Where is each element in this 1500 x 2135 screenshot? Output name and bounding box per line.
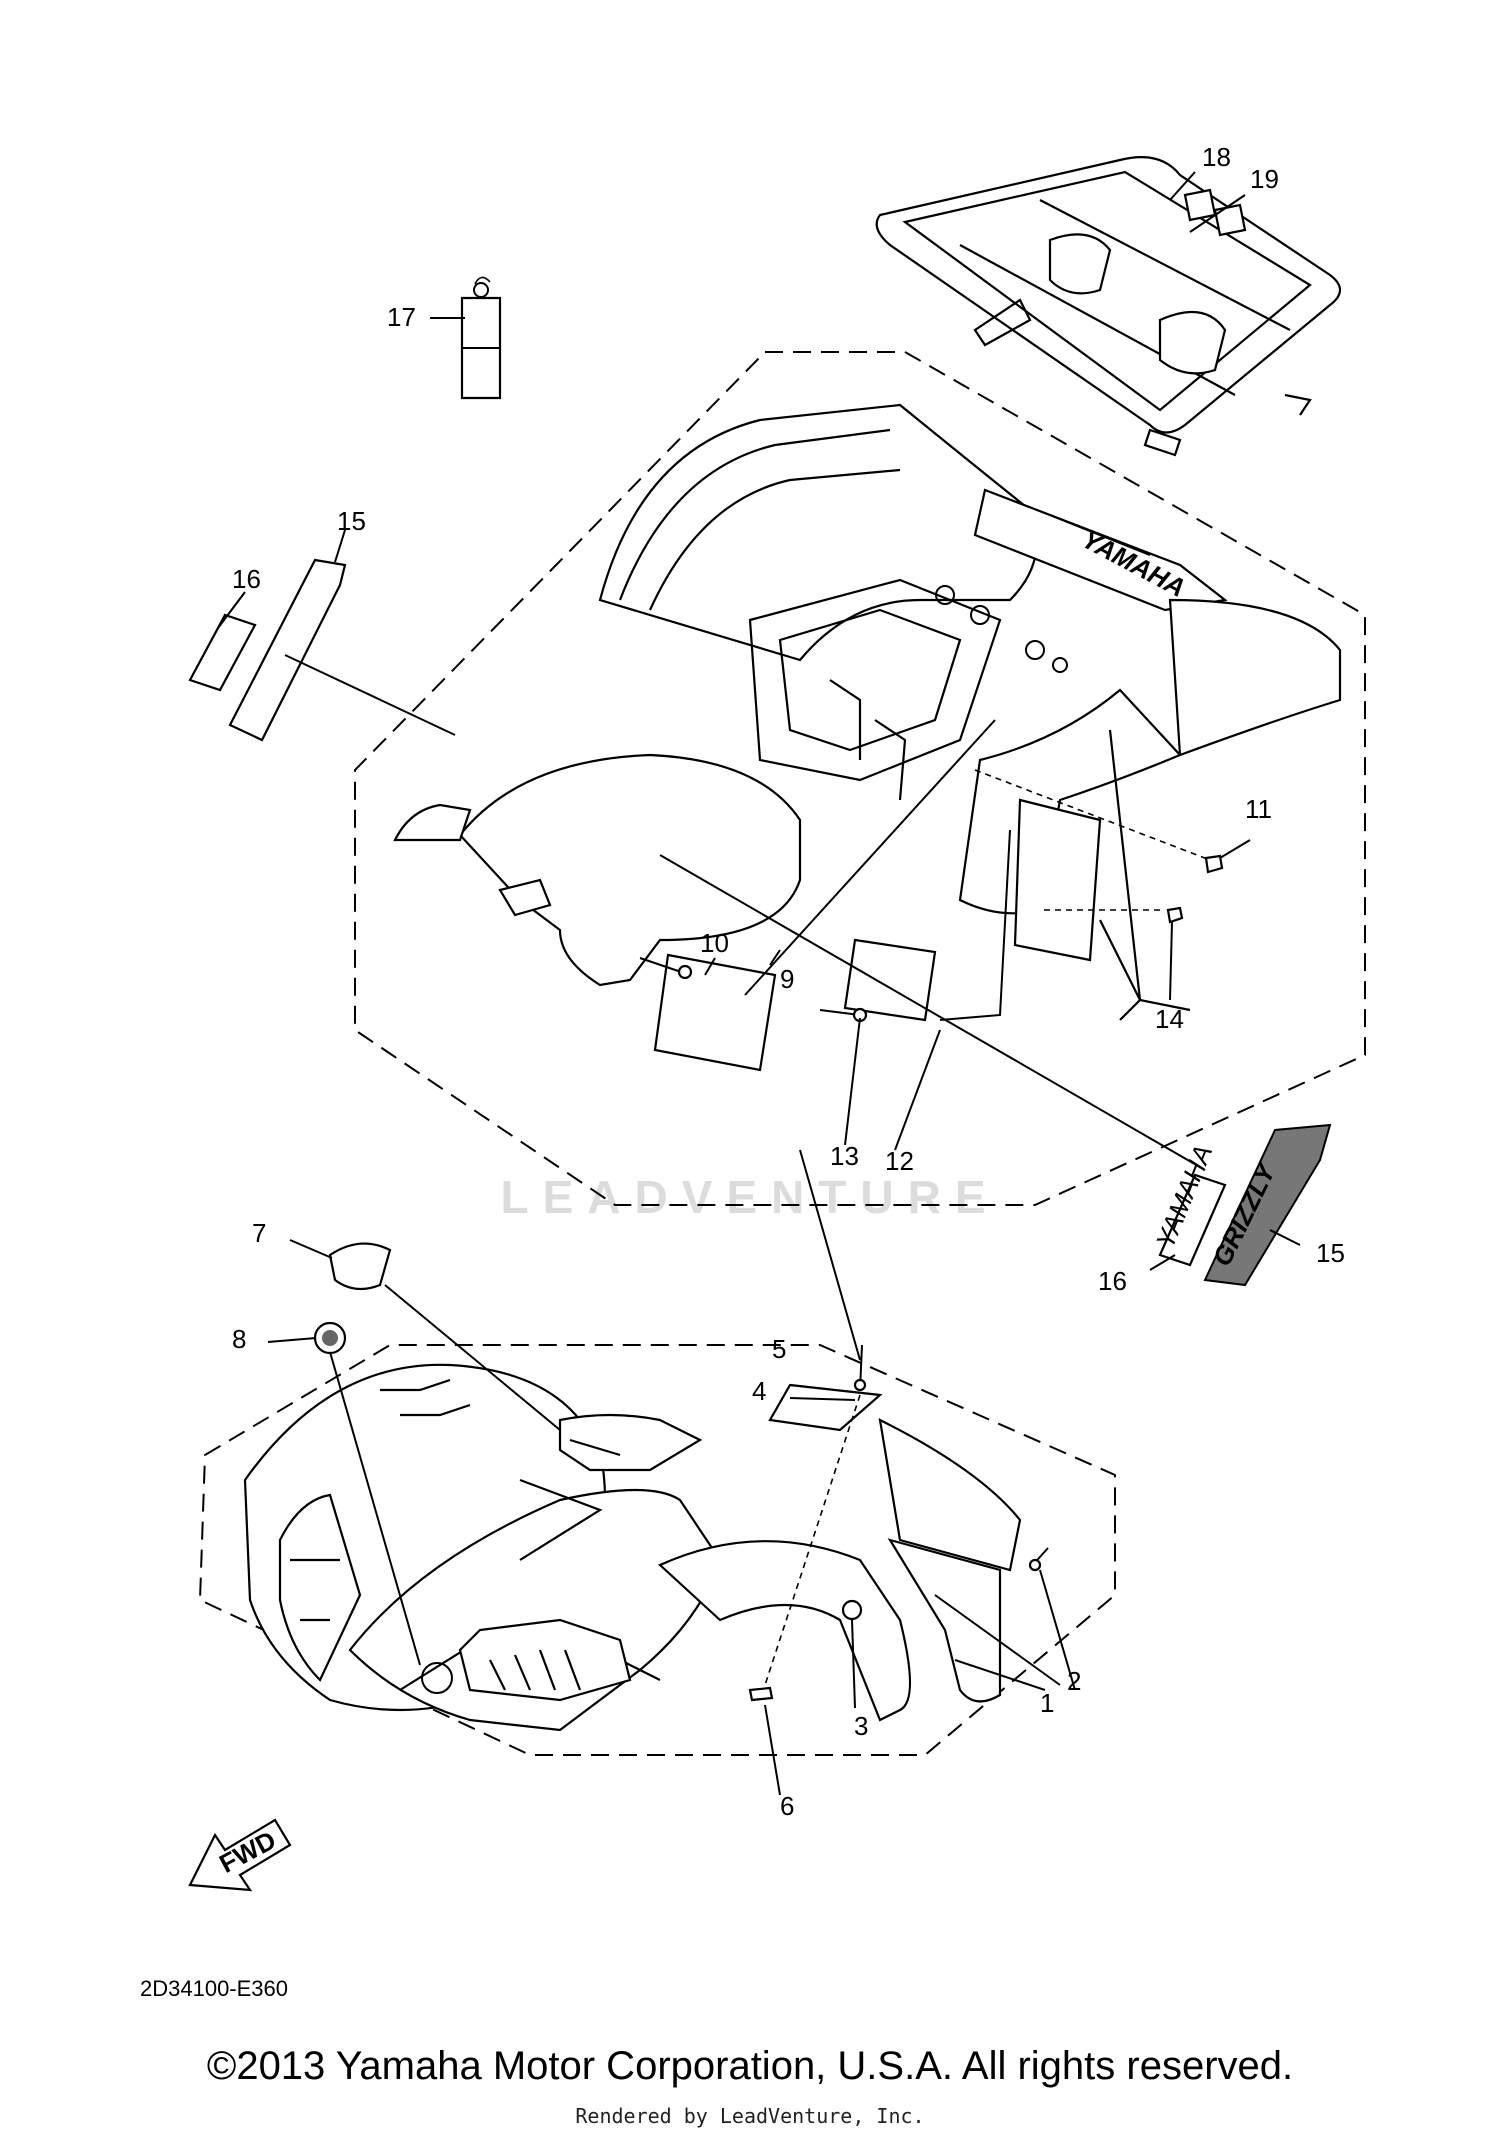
callout-10: 10 [700, 928, 729, 958]
callout-13: 13 [830, 1141, 859, 1171]
rear-carrier [875, 156, 1342, 457]
emblem-8 [313, 1321, 347, 1355]
callout-16-left: 16 [232, 564, 261, 594]
callout-11: 11 [1245, 794, 1272, 824]
callout-labels: 1 2 3 4 5 6 7 8 9 10 11 12 13 14 15 16 1… [232, 142, 1345, 1821]
decal-15-left [228, 558, 347, 742]
callout-3: 3 [854, 1711, 868, 1741]
callout-6: 6 [780, 1791, 794, 1821]
tag-17 [460, 276, 502, 400]
bolt-5 [853, 1344, 867, 1392]
rear-fender-group-outline [354, 351, 1366, 1206]
copyright-notice: ©2013 Yamaha Motor Corporation, U.S.A. A… [206, 2044, 1294, 2088]
lens-7 [328, 1242, 392, 1291]
callout-7: 7 [252, 1218, 266, 1248]
callout-18: 18 [1202, 142, 1231, 172]
plate-9 [653, 953, 777, 1072]
rear-fender [393, 403, 1342, 1021]
plate-4 [768, 1383, 883, 1432]
bolt-13 [819, 1007, 868, 1023]
fwd-arrow-icon: FWD [188, 1818, 292, 1892]
callout-15-right: 15 [1316, 1238, 1345, 1268]
callout-1: 1 [1040, 1688, 1054, 1718]
callout-16-right: 16 [1098, 1266, 1127, 1296]
decal-16-left [188, 613, 257, 692]
plate-12 [843, 938, 937, 1022]
grommet-14 [1166, 906, 1184, 924]
leader-lines [217, 171, 1301, 1796]
callout-4: 4 [752, 1376, 766, 1406]
callout-19: 19 [1250, 164, 1279, 194]
diagram-code: 2D34100-E360 [140, 1976, 289, 2001]
callout-2: 2 [1067, 1666, 1081, 1696]
callout-5: 5 [772, 1334, 786, 1364]
grommet-3 [841, 1599, 863, 1621]
grommet-11 [1204, 854, 1224, 874]
decal-16-right [1158, 1173, 1227, 1267]
decal-18 [1183, 188, 1217, 222]
bolt-10 [639, 957, 693, 980]
callout-8: 8 [232, 1324, 246, 1354]
callout-15-left: 15 [337, 506, 366, 536]
callout-14: 14 [1155, 1004, 1184, 1034]
bolt-2 [1028, 1547, 1049, 1572]
clip-6 [748, 1686, 774, 1702]
rendered-by-credit: Rendered by LeadVenture, Inc. [575, 2104, 925, 2128]
decal-15-right [1203, 1123, 1332, 1287]
decal-19 [1213, 203, 1247, 237]
callout-12: 12 [885, 1146, 914, 1176]
watermark: LEADVENTURE [500, 1171, 1000, 1223]
callout-17: 17 [387, 302, 416, 332]
front-fender [243, 1363, 1022, 1732]
callout-9: 9 [780, 964, 794, 994]
